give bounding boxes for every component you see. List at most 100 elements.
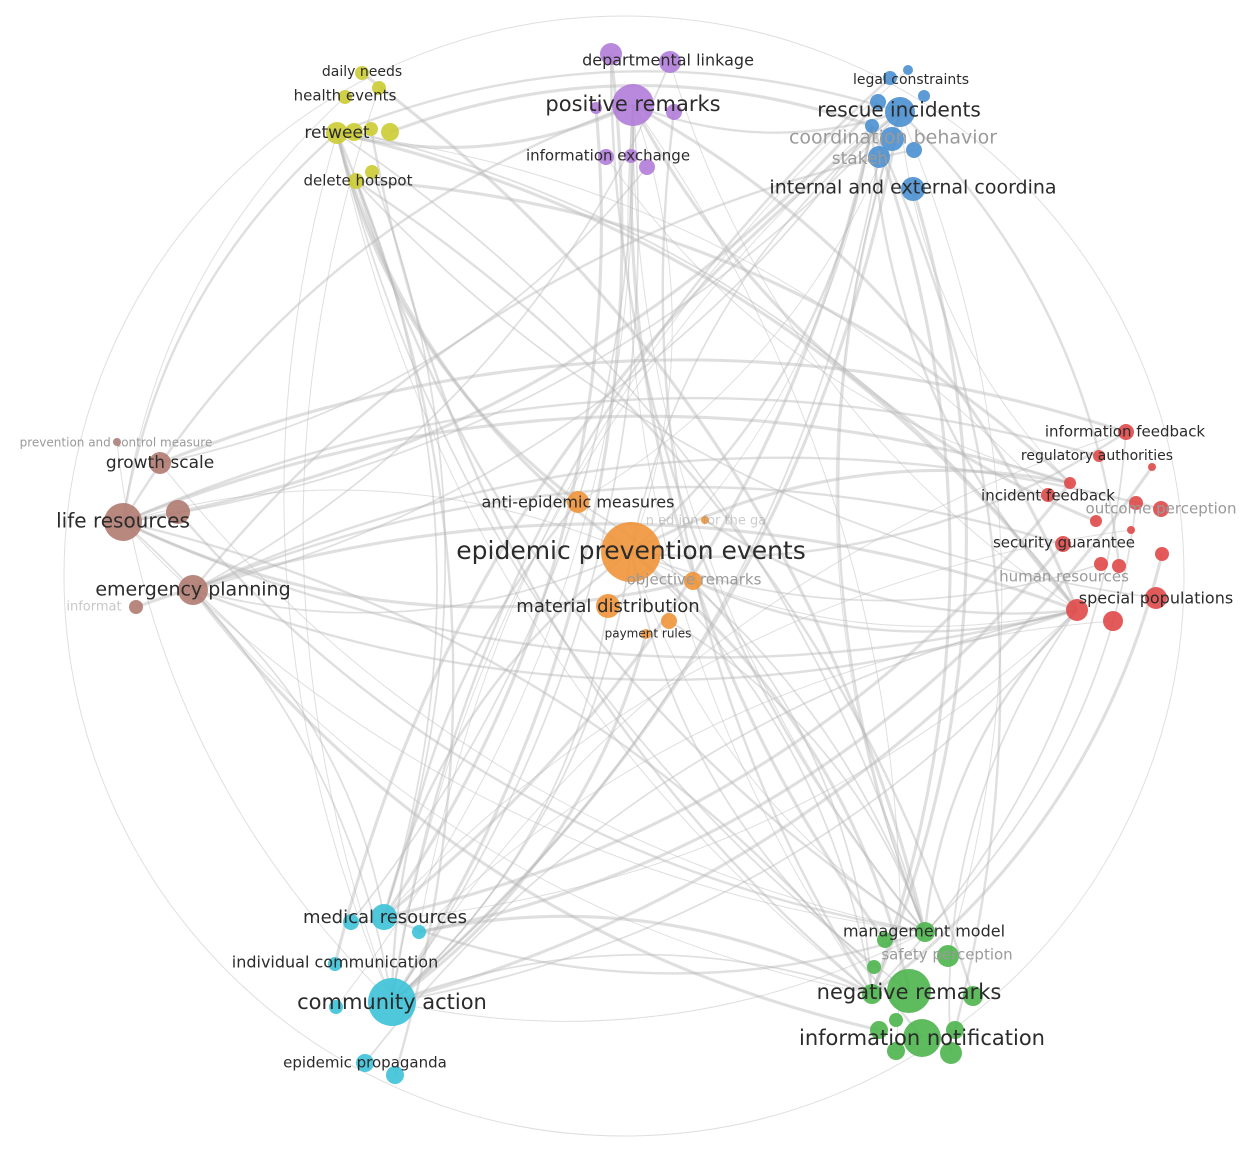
- network-edge: [192, 589, 385, 918]
- network-edge: [391, 125, 873, 1003]
- network-edge: [390, 111, 902, 1004]
- network-node-red: [1090, 515, 1102, 527]
- node-label-safety-perception: safety perception: [881, 946, 1012, 964]
- network-node-green: [887, 1042, 905, 1060]
- network-node-blue: [883, 71, 897, 85]
- network-node-red: [1103, 611, 1123, 631]
- node-label-health-events: health events: [294, 87, 397, 105]
- network-node-purple: [666, 104, 682, 120]
- node-label-information-feedback: information feedback: [1045, 423, 1206, 441]
- network-edge: [391, 609, 1078, 1003]
- network-node-yellow: [345, 123, 363, 141]
- network-edge: [122, 520, 1078, 659]
- node-label-regulatory-authorities: regulatory authorities: [1021, 448, 1173, 464]
- network-node-orange: [684, 572, 702, 590]
- network-node-cyan: [386, 1066, 404, 1084]
- network-edge: [355, 180, 438, 918]
- network-edge: [192, 456, 1162, 592]
- network-edge: [835, 138, 926, 933]
- network-node-brown: [129, 600, 143, 614]
- network-edge: [924, 502, 1137, 933]
- node-label-prevention-control: prevention and control measure: [20, 436, 213, 450]
- node-label-legal-constraints: legal constraints: [853, 72, 969, 88]
- network-node-green: [915, 922, 935, 942]
- network-edge: [302, 87, 393, 1003]
- node-label-internal-external-coordination: internal and external coordina: [769, 177, 1056, 199]
- network-edge: [418, 543, 1065, 934]
- network-edge: [361, 71, 927, 933]
- network-node-red: [1055, 536, 1071, 552]
- network-edge: [336, 132, 873, 995]
- network-node-green: [867, 960, 881, 974]
- network-node-blue: [870, 94, 886, 110]
- node-label-anti-epidemic-measures: anti-epidemic measures: [482, 493, 675, 512]
- network-node-blue: [903, 65, 913, 75]
- network-node-red: [1093, 450, 1105, 462]
- node-label-life-resources: life resources: [56, 509, 190, 533]
- network-edge: [191, 589, 880, 1032]
- network-edge: [122, 396, 1100, 524]
- network-edge: [948, 609, 1078, 1054]
- network-edge: [391, 551, 632, 1003]
- network-node-red: [1153, 501, 1169, 517]
- network-edge: [333, 110, 901, 965]
- network-node-red: [1155, 547, 1169, 561]
- network-edge: [629, 104, 887, 941]
- network-node-yellow: [348, 173, 364, 189]
- network-edge: [632, 104, 901, 1052]
- network-node-brown: [166, 500, 190, 524]
- node-label-daily-needs: daily needs: [322, 64, 402, 80]
- network-node-cyan: [356, 1054, 374, 1072]
- network-node-yellow: [326, 122, 348, 144]
- network-edge: [159, 358, 1127, 465]
- network-edge: [627, 104, 873, 995]
- network-node-green: [946, 1021, 964, 1039]
- network-edge: [668, 620, 926, 933]
- network-node-green: [937, 945, 959, 967]
- network-edge: [391, 156, 880, 1003]
- network-node-cyan: [412, 925, 426, 939]
- network-edge: [335, 104, 635, 1008]
- network-node-red: [1066, 599, 1088, 621]
- network-edge: [391, 466, 1154, 1004]
- network-node-red: [1094, 557, 1108, 571]
- network-node-yellow: [381, 123, 399, 141]
- network-edge: [336, 70, 901, 135]
- network-edge: [177, 511, 926, 934]
- network-edge: [122, 520, 923, 1039]
- network-node-red: [1129, 496, 1143, 510]
- node-label-community-action: community action: [297, 990, 487, 1014]
- network-node-yellow: [355, 66, 369, 80]
- network-edge: [354, 180, 926, 934]
- network-edge: [335, 132, 455, 1076]
- network-node-orange: [596, 594, 620, 618]
- network-edge: [122, 96, 346, 523]
- network-node-green: [877, 932, 893, 948]
- network-edge: [192, 589, 873, 995]
- network-edge: [631, 104, 1097, 523]
- node-label-epidemic-propaganda: epidemic propaganda: [283, 1054, 447, 1072]
- network-edge: [418, 69, 909, 933]
- network-node-orange: [567, 491, 589, 513]
- network-edge: [704, 518, 1078, 615]
- network-node-purple: [600, 43, 622, 65]
- network-node-orange: [701, 516, 709, 524]
- network-edge: [192, 125, 873, 591]
- network-edge: [122, 414, 1071, 524]
- network-edge: [192, 485, 1064, 592]
- network-node-red: [1145, 587, 1167, 609]
- network-edge: [382, 551, 632, 918]
- network-node-red: [1112, 559, 1126, 573]
- network-edge: [669, 61, 1078, 611]
- node-label-rescue-incidents: rescue incidents: [817, 98, 981, 122]
- node-label-delete-hotspot: delete hotspot: [304, 172, 413, 190]
- network-edge: [390, 77, 891, 1003]
- network-edge: [630, 550, 911, 992]
- network-edge: [355, 179, 975, 997]
- network-edge: [870, 125, 1078, 611]
- network-node-green: [887, 969, 931, 1013]
- network-edge: [383, 915, 926, 975]
- network-edge: [899, 111, 1071, 484]
- network-edge: [607, 125, 873, 607]
